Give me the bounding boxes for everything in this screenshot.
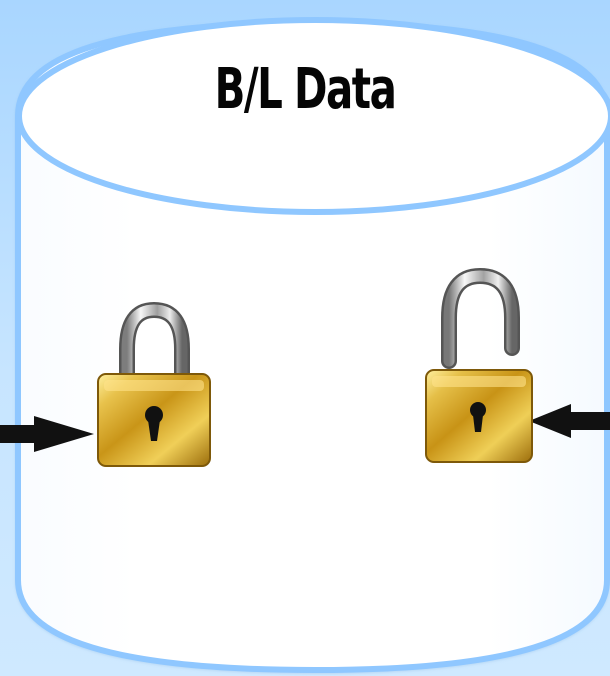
database-top-ellipse	[16, 17, 610, 215]
left-arrow	[0, 416, 94, 452]
right-arrow	[529, 404, 610, 438]
locked-padlock-icon	[97, 301, 211, 467]
unlocked-padlock-icon	[425, 267, 533, 463]
database-title: B/L Data	[214, 57, 397, 122]
